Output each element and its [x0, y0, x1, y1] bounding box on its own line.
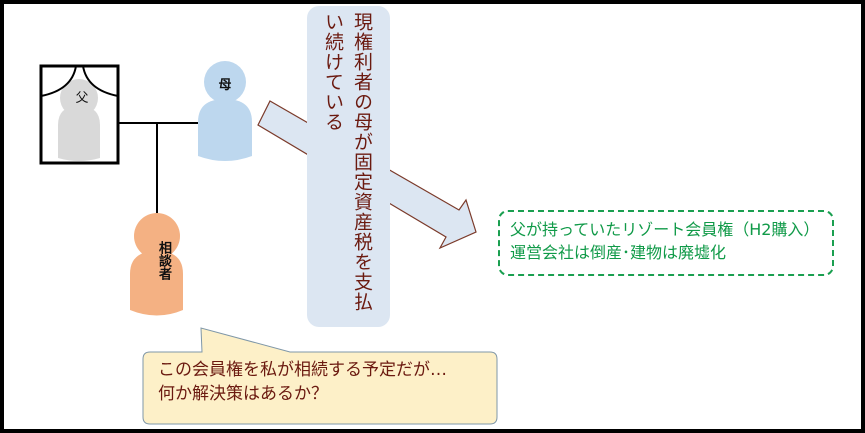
vertical-note-panel — [307, 6, 390, 327]
father-curtain-left — [40, 65, 77, 97]
consultant-figure — [130, 213, 183, 316]
father-label: 父 — [75, 91, 89, 106]
membership-line1: 父が持っていたリゾート会員権（H2購入） — [510, 220, 820, 239]
membership-line2: 運営会社は倒産･建物は廃墟化 — [510, 243, 727, 262]
vertical-note-text: 現権利者の母が固定資産税を支払い続けている — [322, 12, 373, 312]
callout-line1: この会員権を私が相続する予定だが… — [158, 360, 447, 380]
diagram-shapes — [39, 61, 498, 425]
callout-text: この会員権を私が相続する予定だが… 何か解決策はあるか？ — [158, 358, 447, 406]
membership-box: 父が持っていたリゾート会員権（H2購入） 運営会社は倒産･建物は廃墟化 — [498, 210, 834, 276]
diagram-canvas: 現権利者の母が固定資産税を支払い続けている 父 母 相談者 父が持っていたリゾー… — [4, 4, 861, 429]
father-figure — [58, 79, 100, 161]
mother-label: 母 — [218, 78, 232, 93]
father-curtain-right — [82, 65, 119, 97]
callout-line2: 何か解決策はあるか？ — [158, 384, 328, 404]
mother-figure — [198, 61, 252, 161]
callout-bubble — [142, 327, 498, 425]
consultant-label: 相談者 — [156, 240, 171, 280]
